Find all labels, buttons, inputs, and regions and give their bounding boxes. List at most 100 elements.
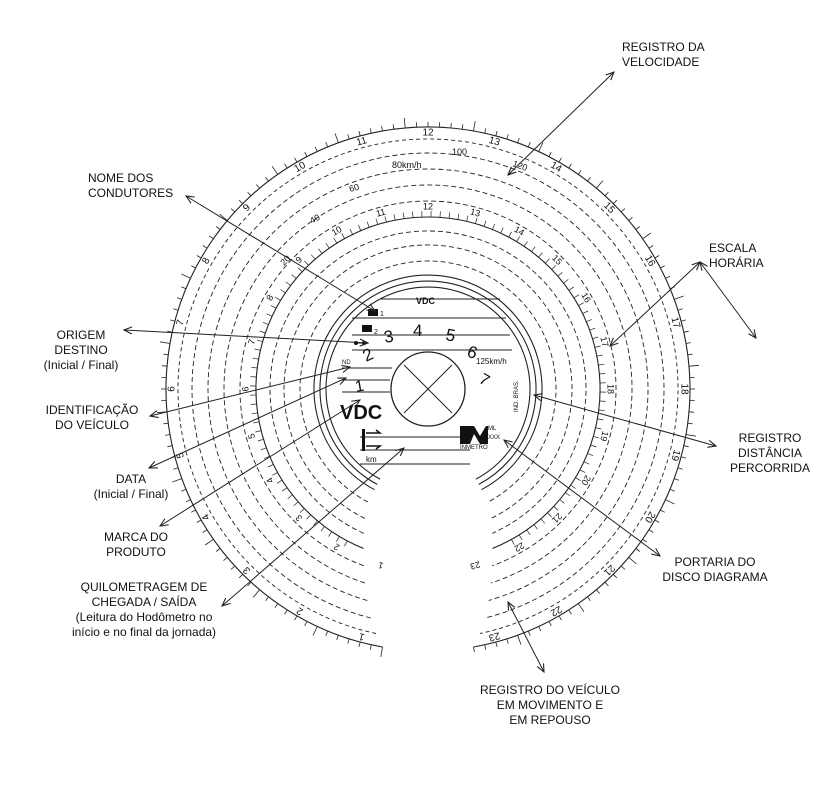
outer-hour-label-9: 9: [241, 202, 253, 214]
inner-hour-tick: [276, 479, 283, 484]
inner-hour-tick: [402, 212, 405, 219]
hour-tick: [265, 176, 269, 182]
inner-hour-tick: [251, 366, 258, 369]
driver-mark-1: 1: [380, 311, 384, 318]
hour-tick: [683, 330, 689, 333]
hour-tick: [635, 548, 641, 552]
hour-tick: [660, 509, 665, 513]
inner-hour-tick: [344, 540, 348, 547]
inner-hour-tick: [259, 330, 266, 334]
outer-hour-label-14: 14: [548, 160, 564, 175]
odometer-icon: [362, 429, 383, 451]
hour-tick: [304, 621, 308, 626]
inner-hour-label-7: 7: [246, 338, 257, 345]
inner-hour-label-2: 2: [332, 542, 341, 553]
inner-hour-tick: [393, 214, 396, 221]
hour-tick: [628, 557, 637, 565]
outer-hour-label-1: 1: [357, 630, 366, 642]
inner-hour-tick: [523, 241, 528, 247]
inner-hour-tick: [255, 430, 262, 433]
xxx-label: XXX: [488, 435, 500, 441]
hour-tick: [202, 529, 208, 533]
inner-hour-tick: [272, 472, 278, 476]
portaria-logo-icon: [460, 426, 488, 444]
hour-tick: [587, 596, 591, 602]
inner-hour-tick: [297, 267, 303, 272]
inner-hour-tick: [518, 534, 523, 541]
inner-hour-tick: [598, 409, 605, 412]
hour-tick: [577, 603, 585, 613]
inner-hour-label-8: 8: [264, 293, 275, 302]
hour-tick: [347, 638, 350, 644]
hour-tick: [223, 557, 228, 561]
hour-tick: [163, 353, 169, 356]
hour-tick: [196, 255, 202, 259]
hour-tick: [334, 133, 339, 143]
callout-registro-veiculo: REGISTRO DO VEÍCULO EM MOVIMENTO E EM RE…: [479, 683, 621, 727]
hour-tick: [628, 217, 633, 221]
hour-tick: [674, 295, 684, 300]
arrow-registro-distancia: [534, 395, 716, 446]
hour-tick: [215, 548, 221, 552]
inner-hour-label-16: 16: [579, 291, 593, 305]
hour-tick: [674, 478, 680, 481]
hour-tick: [680, 319, 687, 322]
hour-tick: [669, 488, 675, 492]
inner-hour-tick: [335, 536, 340, 542]
hour-tick: [314, 146, 318, 152]
inner-hour-tick: [293, 501, 299, 507]
hour-tick: [685, 434, 696, 437]
inner-hour-tick: [587, 453, 594, 457]
hour-tick: [215, 226, 221, 230]
speed-label-100: 100: [452, 147, 467, 157]
callout-escala-horaria: ESCALA HORÁRIA: [709, 241, 764, 270]
hour-tick: [665, 275, 671, 279]
hour-tick: [325, 142, 329, 148]
inner-hour-tick: [551, 265, 557, 270]
hour-tick: [230, 565, 236, 570]
inner-hour-label-3: 3: [294, 513, 305, 524]
center-digit-3: 3: [382, 327, 395, 347]
hour-tick: [238, 199, 243, 204]
callout-portaria-disco: PORTARIA DO DISCO DIAGRAMA: [662, 555, 768, 584]
inner-hour-tick: [526, 529, 531, 535]
arrow-escala-horaria-2: [700, 262, 756, 338]
inner-hour-label-20: 20: [579, 473, 593, 487]
hour-tick: [274, 603, 279, 608]
hour-tick: [191, 509, 196, 513]
hour-tick: [284, 163, 288, 169]
callout-marca-produto: MARCA DO PRODUTO: [103, 530, 168, 559]
hour-tick: [587, 176, 591, 182]
hour-tick: [688, 364, 700, 367]
outer-hour-label-7: 7: [175, 318, 187, 327]
hour-tick: [256, 184, 260, 189]
hour-tick: [648, 529, 654, 533]
hour-tick: [191, 265, 196, 269]
hour-tick: [167, 445, 173, 448]
speed-label-20: 20: [278, 253, 292, 267]
disc-center-hub: [390, 351, 466, 427]
inner-hour-label-4: 4: [264, 476, 275, 485]
inner-hour-tick: [589, 327, 596, 331]
inner-hour-tick: [260, 447, 267, 451]
brand-large: VDC: [340, 402, 382, 424]
callout-registro-velocidade: REGISTRO DA VELOCIDADE: [622, 40, 705, 69]
inner-hour-tick: [306, 514, 311, 520]
inner-hour-tick: [325, 243, 330, 249]
hour-tick: [181, 488, 187, 492]
arrow-escala-horaria-1: [610, 262, 700, 346]
hour-tick: [660, 265, 665, 269]
inner-hour-tick: [565, 492, 571, 497]
center-digit-5: 5: [444, 325, 457, 345]
speed-label-60: 60: [348, 182, 360, 194]
hour-tick: [648, 245, 654, 249]
center-digit-2: 2: [360, 344, 377, 365]
inner-hour-tick: [250, 403, 257, 405]
inner-hour-tick: [457, 213, 460, 220]
inner-hour-tick: [341, 233, 345, 239]
inner-hour-label-18: 18: [606, 384, 616, 394]
hour-tick: [517, 137, 520, 143]
hour-tick: [325, 630, 329, 636]
hour-tick: [247, 191, 252, 197]
arrow-quilometragem: [222, 448, 404, 606]
